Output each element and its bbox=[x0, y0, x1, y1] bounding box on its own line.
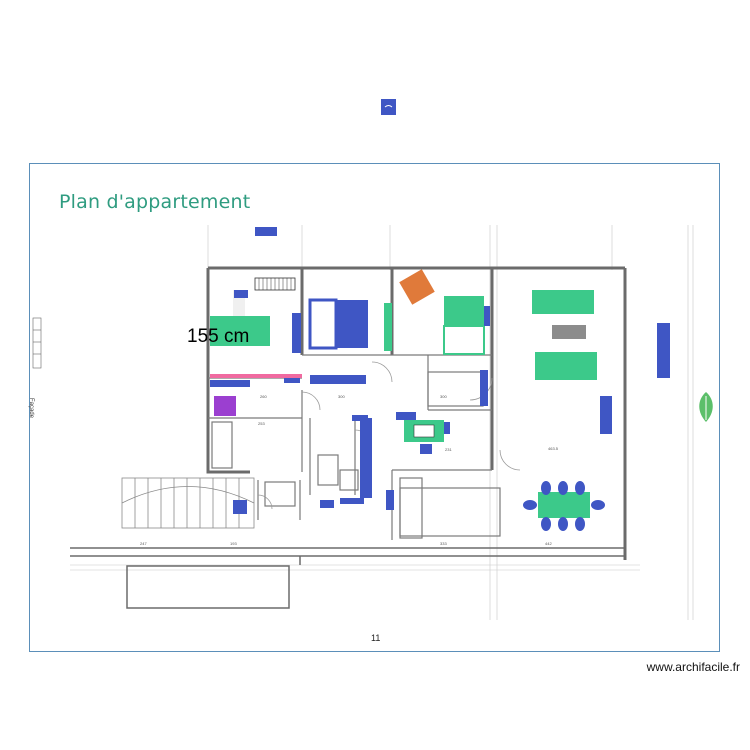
dimension-annotations: 260 300 300 463.5 247 193 333 442 253 23… bbox=[140, 394, 559, 546]
blue-bottom-2 bbox=[320, 500, 334, 508]
sideboard-right bbox=[600, 396, 612, 434]
svg-text:247: 247 bbox=[140, 541, 147, 546]
svg-text:300: 300 bbox=[338, 394, 345, 399]
bed-3-base bbox=[443, 325, 485, 355]
plan-title: Plan d'appartement bbox=[59, 191, 251, 213]
dining-chairs bbox=[523, 481, 605, 531]
blue-desk-1 bbox=[210, 380, 250, 387]
blue-bottom-3 bbox=[233, 500, 247, 514]
svg-text:193: 193 bbox=[230, 541, 237, 546]
leaf-icon bbox=[699, 392, 713, 422]
orange-box bbox=[399, 269, 435, 305]
kitchen-sink bbox=[413, 424, 435, 438]
blue-counter-2 bbox=[444, 422, 450, 434]
blue-bottom-4 bbox=[340, 498, 364, 504]
nightstand-3 bbox=[484, 306, 490, 326]
blue-panel-2 bbox=[384, 303, 392, 351]
pink-strip bbox=[210, 374, 302, 378]
blue-tall-right bbox=[657, 323, 670, 378]
blue-strip-center bbox=[352, 415, 368, 421]
page-number: 11 bbox=[371, 633, 381, 643]
plan-frame bbox=[29, 163, 720, 652]
svg-text:463.5: 463.5 bbox=[548, 446, 559, 451]
compass-marker-icon[interactable] bbox=[381, 99, 396, 115]
blue-bottom-1 bbox=[386, 490, 394, 510]
sofa-top bbox=[532, 290, 594, 314]
coffee-table bbox=[552, 325, 586, 339]
svg-text:260: 260 bbox=[260, 394, 267, 399]
bed-3 bbox=[444, 296, 484, 326]
blue-small-kitchen bbox=[420, 444, 432, 454]
svg-text:253: 253 bbox=[258, 421, 265, 426]
svg-text:333: 333 bbox=[440, 541, 447, 546]
bed-2 bbox=[336, 300, 368, 348]
dimension-label: 155 cm bbox=[187, 326, 250, 347]
svg-text:442: 442 bbox=[545, 541, 552, 546]
facade bbox=[70, 547, 625, 609]
blue-small-1 bbox=[255, 227, 277, 236]
purple-cabinet bbox=[214, 396, 236, 416]
blue-strip-2 bbox=[284, 378, 300, 383]
desk-bedroom-2 bbox=[310, 375, 366, 384]
piano-keys bbox=[258, 278, 292, 290]
archifacile-watermark[interactable]: www.archifacile.fr bbox=[646, 660, 740, 674]
wardrobe-1 bbox=[292, 313, 301, 353]
side-label: Façade bbox=[28, 398, 34, 419]
chair-bedroom-1 bbox=[234, 290, 248, 298]
wardrobe-3 bbox=[480, 370, 488, 406]
svg-text:300: 300 bbox=[440, 394, 447, 399]
blue-counter-1 bbox=[396, 412, 416, 420]
sofa-bottom bbox=[535, 352, 597, 380]
staircase bbox=[121, 477, 255, 529]
svg-text:231: 231 bbox=[445, 447, 452, 452]
dining-table bbox=[538, 492, 590, 518]
guide-lines bbox=[70, 225, 694, 620]
bed-1 bbox=[210, 316, 270, 346]
wardrobe-2 bbox=[308, 298, 338, 350]
left-vertical-tag bbox=[32, 317, 42, 369]
blue-vertical-center bbox=[360, 418, 372, 498]
